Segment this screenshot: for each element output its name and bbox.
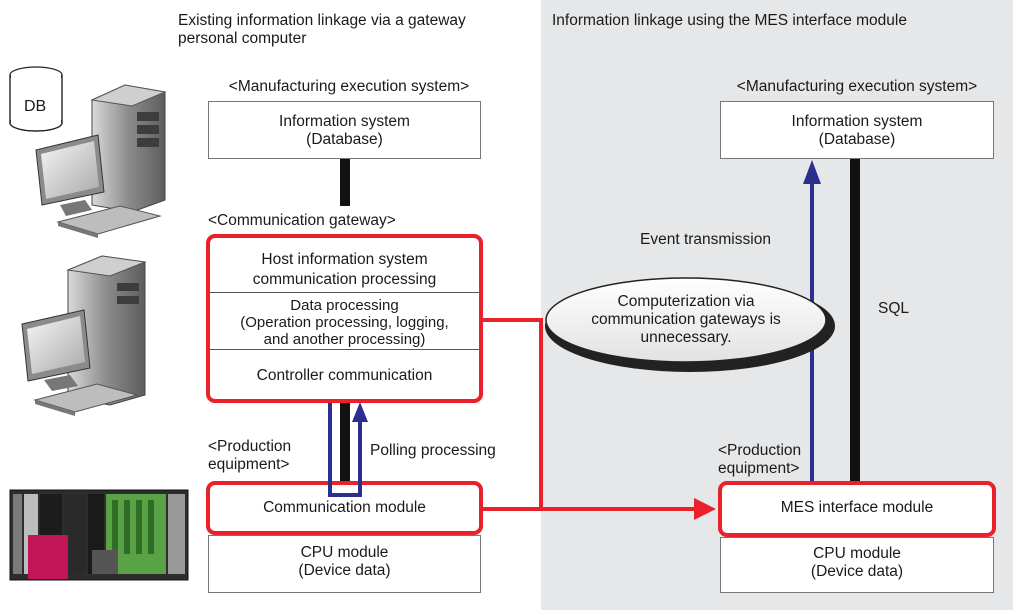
- database-server-illustration: [9, 66, 167, 238]
- callout-text: Computerization via communication gatewa…: [546, 293, 826, 347]
- left-info-system-subtitle: (Database): [306, 131, 383, 148]
- callout-line3: unnecessary.: [640, 329, 732, 346]
- left-connection-line-bottom: [340, 403, 350, 481]
- communication-module-label: Communication module: [263, 499, 426, 516]
- polling-loop: [328, 403, 362, 497]
- left-heading: Existing information linkage via a gatew…: [178, 12, 466, 47]
- mes-interface-module-box: MES interface module: [720, 483, 994, 535]
- polling-processing-label: Polling processing: [370, 442, 496, 459]
- left-cpu-title: CPU module: [300, 544, 389, 561]
- plc-rack-illustration: [9, 489, 189, 581]
- right-mes-label: <Manufacturing execution system>: [736, 78, 978, 95]
- left-cpu-subtitle: (Device data): [298, 562, 391, 579]
- communication-module-highlight: [206, 481, 483, 535]
- data-proc-line2: (Operation processing, logging,: [240, 314, 449, 331]
- mes-interface-module-highlight: [718, 481, 996, 537]
- right-info-system-subtitle: (Database): [818, 131, 896, 148]
- sql-label: SQL: [878, 300, 910, 317]
- left-production-label: <Production equipment>: [208, 438, 292, 473]
- event-transmission-label: Event transmission: [640, 231, 771, 248]
- gateway-pc-illustration: [21, 255, 147, 416]
- gateway-divider-1: [208, 292, 481, 293]
- replacement-arrow-head: [694, 498, 716, 520]
- gateway-label: <Communication gateway>: [208, 212, 396, 229]
- left-mes-label: <Manufacturing execution system>: [228, 78, 470, 95]
- gateway-box: Host information system communication pr…: [208, 236, 481, 401]
- left-cpu-module-box: CPU module (Device data): [208, 535, 481, 593]
- data-proc-line3: and another processing): [263, 331, 426, 348]
- right-cpu-title: CPU module: [813, 545, 901, 562]
- right-heading: Information linkage using the MES interf…: [552, 12, 907, 29]
- mes-interface-module-label: MES interface module: [780, 499, 934, 516]
- sql-connection-line: [850, 159, 860, 483]
- right-information-system-box: Information system (Database): [720, 101, 994, 159]
- gateway-divider-2: [208, 349, 481, 350]
- data-proc-line1: Data processing: [290, 297, 399, 314]
- left-info-system-title: Information system: [279, 113, 410, 130]
- host-comm-line1: Host information system: [261, 251, 428, 268]
- event-transmission-arrow-head: [803, 160, 821, 184]
- right-cpu-subtitle: (Device data): [810, 563, 904, 580]
- right-cpu-module-box: CPU module (Device data): [720, 537, 994, 593]
- callout-ellipse: [545, 277, 827, 363]
- left-information-system-box: Information system (Database): [208, 101, 481, 159]
- db-label: DB: [24, 98, 47, 115]
- right-production-label: <Production equipment>: [718, 442, 802, 477]
- host-comm-line2: communication processing: [252, 271, 437, 288]
- left-connection-line-top: [340, 159, 350, 206]
- right-info-system-title: Information system: [791, 113, 923, 130]
- callout-line1: Computerization via: [617, 293, 755, 310]
- controller-communication: Controller communication: [256, 367, 433, 384]
- communication-module-box: Communication module: [208, 483, 481, 533]
- replacement-line: [481, 318, 543, 511]
- callout-line2: communication gateways is: [591, 311, 781, 328]
- polling-arrow-head: [352, 402, 368, 422]
